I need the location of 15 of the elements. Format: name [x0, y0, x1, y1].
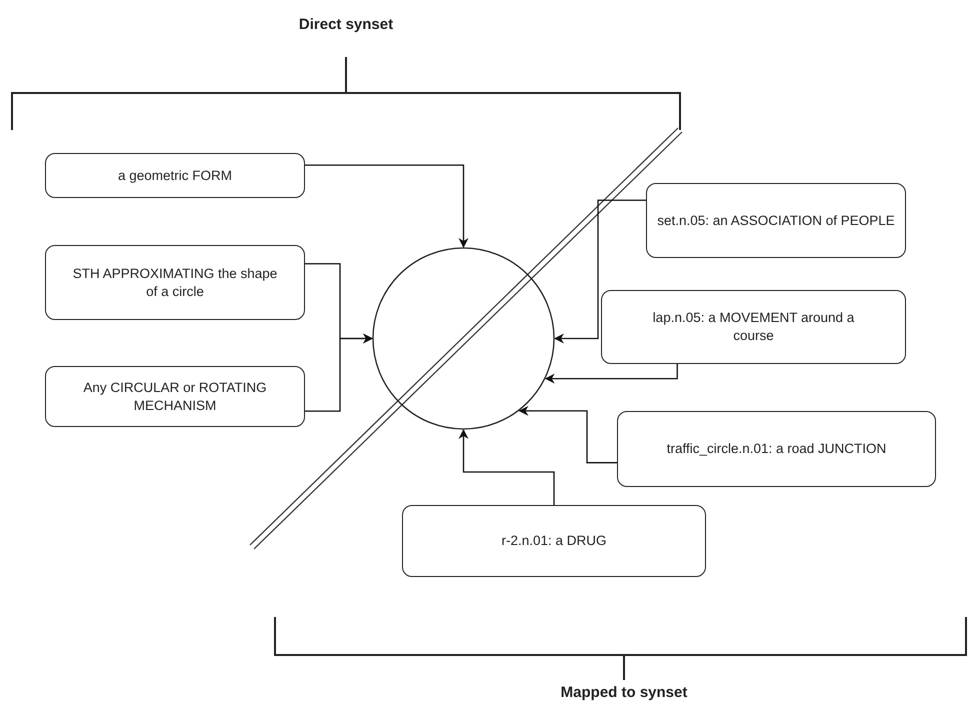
synset-box: lap.n.05: a MOVEMENT around a course	[601, 290, 906, 364]
bracket-heading: Direct synset	[298, 16, 394, 33]
arrow	[544, 364, 678, 384]
arrow	[458, 429, 555, 505]
synset-box: r-2.n.01: a DRUG	[402, 505, 706, 577]
synset-box: STH APPROXIMATING the shape of a circle	[45, 245, 305, 320]
arrow	[518, 406, 617, 464]
synset-box: traffic_circle.n.01: a road JUNCTION	[617, 411, 936, 487]
synset-box: a geometric FORM	[45, 153, 305, 198]
bracket-heading: Mapped to synset	[560, 684, 688, 701]
synset-box: Any CIRCULAR or ROTATING MECHANISM	[45, 366, 305, 427]
arrow	[554, 200, 646, 344]
synset-box: set.n.05: an ASSOCIATION of PEOPLE	[646, 183, 906, 258]
arrow	[305, 334, 373, 412]
arrow	[305, 164, 468, 248]
